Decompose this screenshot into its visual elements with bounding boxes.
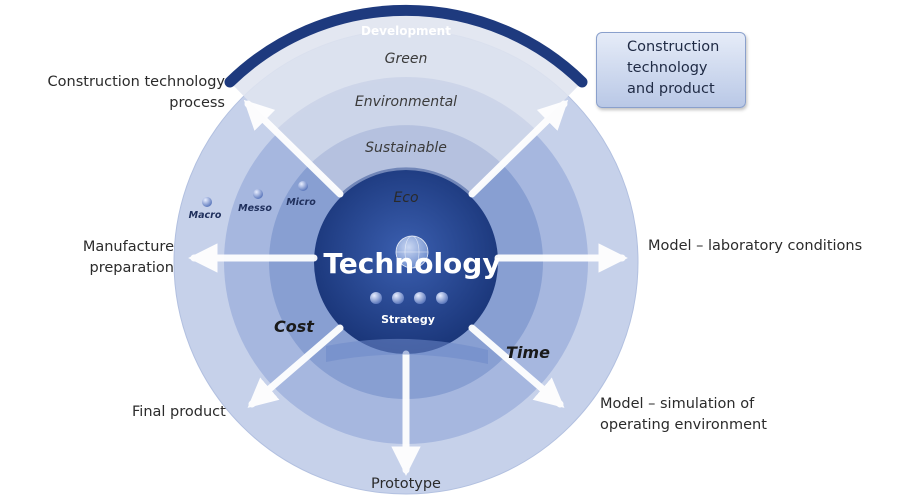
micro-dot [298,181,308,191]
arrow-to-final-product [247,324,344,408]
macro-dot [202,197,212,207]
ring-label-green: Green [385,51,428,67]
label-model-simulation: Model – simulation of operating environm… [600,394,767,436]
development-arc [224,4,588,88]
scale-label-macro: Macro [189,210,222,221]
messo-dot [253,189,263,199]
label-manufacture-line1: Manufacture [82,239,174,255]
scale-label-messo: Messo [238,203,272,214]
ring-label-sustainable: Sustainable [365,140,447,156]
product-box-line2: technology [627,60,708,76]
radial-arrows [188,99,628,476]
label-manufacture-line2: preparation [89,260,174,276]
arrow-to-process [243,99,344,198]
cost-time-band [326,338,488,364]
strategy-dot-2 [392,292,404,304]
arrow-to-product [468,99,569,198]
label-prototype: Prototype [371,476,441,492]
product-box-text: Construction technology and product [627,37,719,100]
strategy-dot-1 [370,292,382,304]
label-model-sim-line2: operating environment [600,417,767,433]
ring-label-eco: Eco [393,190,418,206]
scale-label-micro: Micro [286,197,316,208]
label-construction-process-line1: Construction technology [47,74,225,90]
product-box: Construction technology and product [596,32,746,108]
label-construction-process: Construction technology process [48,72,225,114]
label-model-sim-line1: Model – simulation of [600,396,755,412]
strategy-dot-4 [436,292,448,304]
arrow-to-model-sim [468,324,565,408]
label-construction-process-line2: process [169,95,225,111]
strategy-dot-3 [414,292,426,304]
product-box-line3: and product [627,81,715,97]
axis-label-cost: Cost [274,317,315,336]
development-label: Development [361,24,451,38]
axis-label-time: Time [506,343,550,362]
label-manufacture-preparation: Manufacture preparation [83,237,174,279]
ring-label-environmental: Environmental [355,94,457,110]
label-model-lab: Model – laboratory conditions [648,238,863,254]
product-box-line1: Construction [627,39,720,55]
center-title: Technology [323,247,500,280]
label-final-product: Final product [132,404,226,420]
center-subtitle: Strategy [381,313,435,326]
